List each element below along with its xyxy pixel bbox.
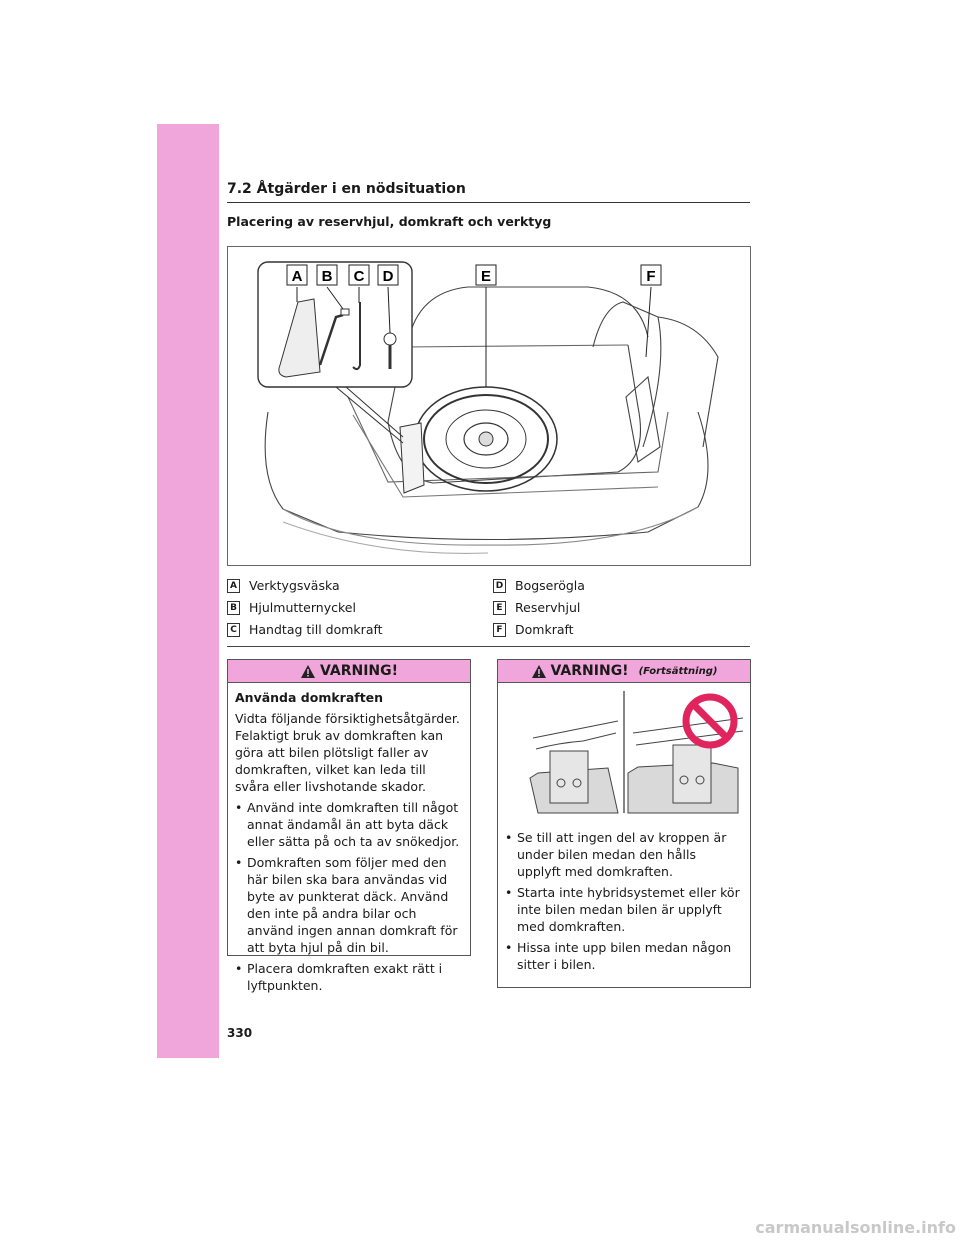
section-divider <box>227 646 750 647</box>
warning-header: VARNING! (Fortsättning) <box>498 660 750 683</box>
legend-key: D <box>493 579 506 593</box>
legend-key: A <box>227 579 240 593</box>
page-subtitle: Placering av reservhjul, domkraft och ve… <box>227 214 552 229</box>
legend-label: Hjulmutternyckel <box>249 600 356 615</box>
warning-title: VARNING! <box>550 663 629 679</box>
legend-label: Verktygsväska <box>249 578 340 593</box>
warning-heading: Använda domkraften <box>235 690 384 705</box>
callout-labels: A B C D E F <box>286 264 662 286</box>
warning-intro: Vidta följande försiktighetsåtgärder. Fe… <box>235 711 460 794</box>
warning-box-left: VARNING! Använda domkraften Vidta följan… <box>227 659 471 993</box>
warning-header: VARNING! <box>228 660 470 683</box>
legend-label: Handtag till domkraft <box>249 622 383 637</box>
page-number: 330 <box>227 1026 253 1040</box>
chapter-tab <box>157 124 219 1058</box>
legend-key: B <box>227 601 240 615</box>
callout-d: D <box>383 268 394 285</box>
warning-continued: (Fortsättning) <box>638 665 718 677</box>
warning-bullet: •Placera domkraften exakt rätt i lyftpun… <box>235 961 443 993</box>
callout-f: F <box>646 268 655 285</box>
callout-b: B <box>322 268 333 285</box>
callout-e: E <box>481 268 491 285</box>
legend-label: Domkraft <box>515 622 574 637</box>
trunk-illustration: A B C D E F <box>227 246 751 566</box>
warning-bullet: •Starta inte hybridsystemet eller kör in… <box>505 885 740 934</box>
legend-key: C <box>227 623 240 637</box>
trunk-drawing: A B C D E F <box>257 261 719 554</box>
prohibition-icon <box>682 693 738 749</box>
warning-bullet: •Domkraften som följer med den här bilen… <box>235 855 458 955</box>
legend-right: D Bogserögla E Reservhjul F Domkraft <box>493 575 585 641</box>
callout-c: C <box>354 268 365 285</box>
warning-title: VARNING! <box>319 663 399 679</box>
legend-item: B Hjulmutternyckel <box>227 597 383 619</box>
legend-item: F Domkraft <box>493 619 585 641</box>
legend-item: A Verktygsväska <box>227 575 383 597</box>
warning-triangle-icon <box>531 664 546 678</box>
legend-label: Bogserögla <box>515 578 585 593</box>
legend-key: E <box>493 601 506 615</box>
legend-item: D Bogserögla <box>493 575 585 597</box>
section-title: 7.2 Åtgärder i en nödsituation <box>227 181 466 197</box>
warning-triangle-icon <box>300 664 315 678</box>
callout-a: A <box>292 268 303 285</box>
watermark: carmanualsonline.info <box>755 1218 956 1237</box>
warning-bullet: •Se till att ingen del av kroppen är und… <box>505 830 727 879</box>
legend-item: C Handtag till domkraft <box>227 619 383 641</box>
warning-bullet: •Använd inte domkraften till något annat… <box>235 800 460 849</box>
legend-item: E Reservhjul <box>493 597 585 619</box>
warning-bullet: •Hissa inte upp bilen medan någon sitter… <box>505 940 732 972</box>
legend-label: Reservhjul <box>515 600 581 615</box>
jack-placement-illustration <box>529 691 744 814</box>
legend-left: A Verktygsväska B Hjulmutternyckel C Han… <box>227 575 383 641</box>
legend-key: F <box>493 623 506 637</box>
section-header: 7.2 Åtgärder i en nödsituation <box>227 178 750 203</box>
spare-wheel <box>414 386 558 492</box>
warning-box-right: VARNING! (Fortsättning) •Se till att ing… <box>497 659 751 988</box>
